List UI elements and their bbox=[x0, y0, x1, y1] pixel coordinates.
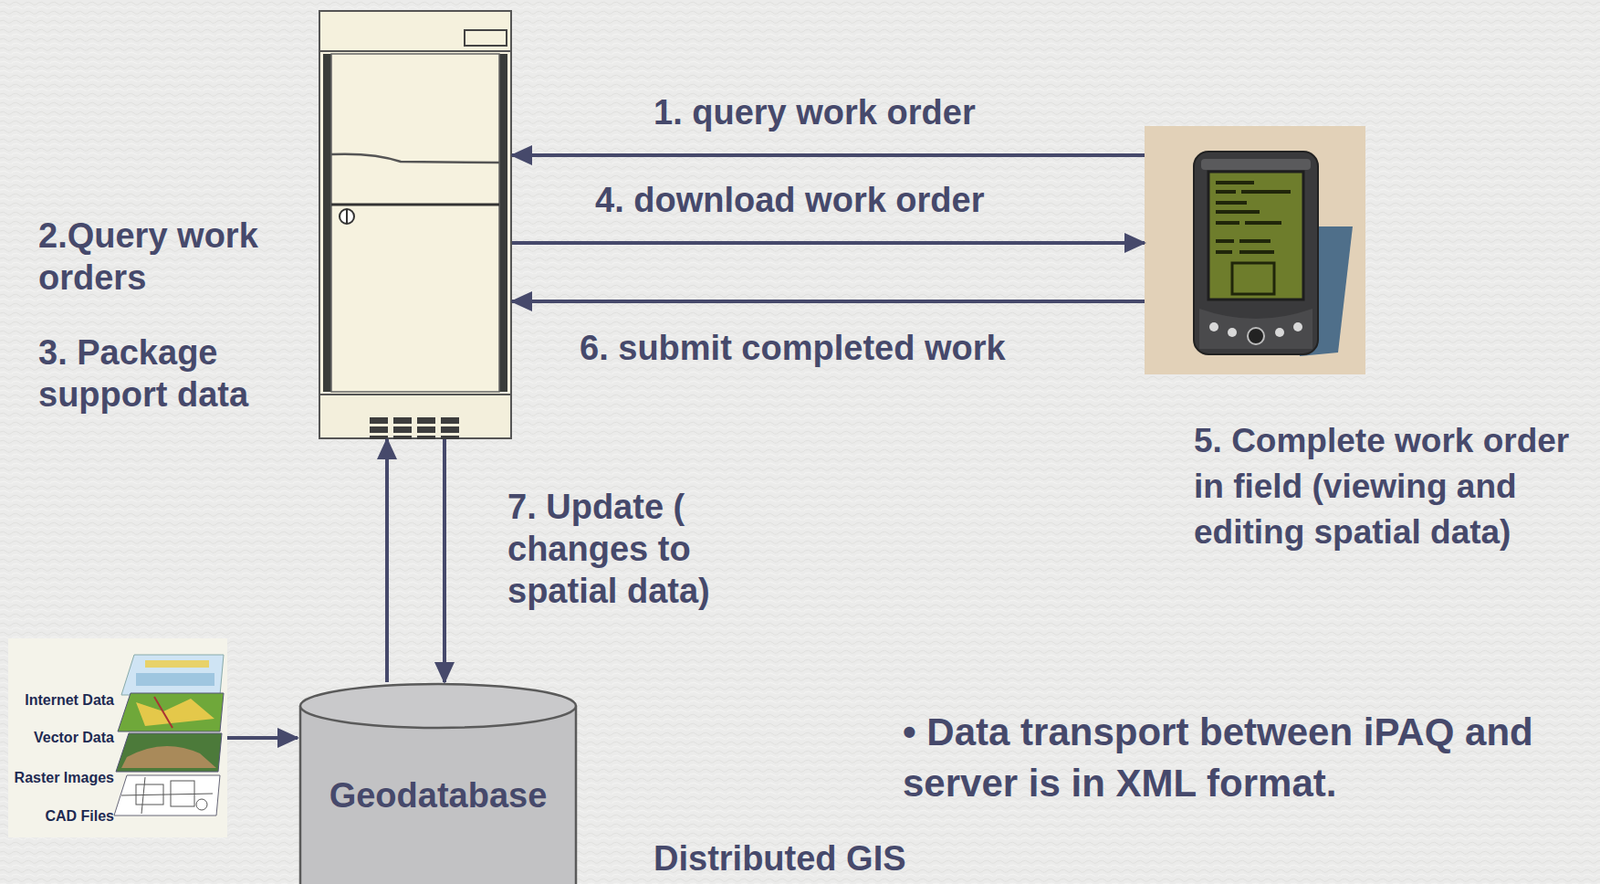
data-layers-node: Internet DataVector DataRaster ImagesCAD… bbox=[8, 637, 228, 837]
step-text: 5. Complete work order in field (viewing… bbox=[1193, 418, 1600, 555]
handheld-node: 5. Complete work order in field (viewing… bbox=[1144, 125, 1366, 375]
layer-label: CAD Files bbox=[11, 806, 115, 826]
layer-label: Vector Data bbox=[11, 728, 115, 747]
database-node: Geodatabase bbox=[297, 681, 579, 884]
database-label: Geodatabase bbox=[297, 773, 579, 816]
layer-label: Raster Images bbox=[11, 768, 115, 787]
ipaq-handheld bbox=[1144, 125, 1366, 375]
footer-title: Distributed GIS bbox=[653, 837, 1019, 879]
flow-arrow bbox=[512, 240, 1145, 245]
flow-arrow bbox=[512, 299, 1145, 304]
flow-arrow bbox=[385, 439, 389, 682]
flow-arrow bbox=[442, 439, 447, 682]
flow-arrow bbox=[227, 735, 298, 740]
edge-label: 7. Update ( changes to spatial data) bbox=[507, 485, 782, 612]
edge-label: 6. submit completed work bbox=[579, 326, 1109, 369]
step-text: 3. Package support data bbox=[38, 331, 313, 416]
edge-label: 1. query work order bbox=[653, 91, 1129, 134]
step-text: 2.Query work orders bbox=[38, 214, 313, 299]
note-text: • Data transport between iPAQ and server… bbox=[902, 706, 1597, 809]
edge-label: 4. download work order bbox=[595, 178, 1107, 221]
layer-label: Internet Data bbox=[11, 690, 115, 710]
server-tower bbox=[318, 10, 513, 440]
flow-arrow bbox=[512, 153, 1145, 157]
server-node: 2.Query work orders3. Package support da… bbox=[318, 10, 513, 440]
